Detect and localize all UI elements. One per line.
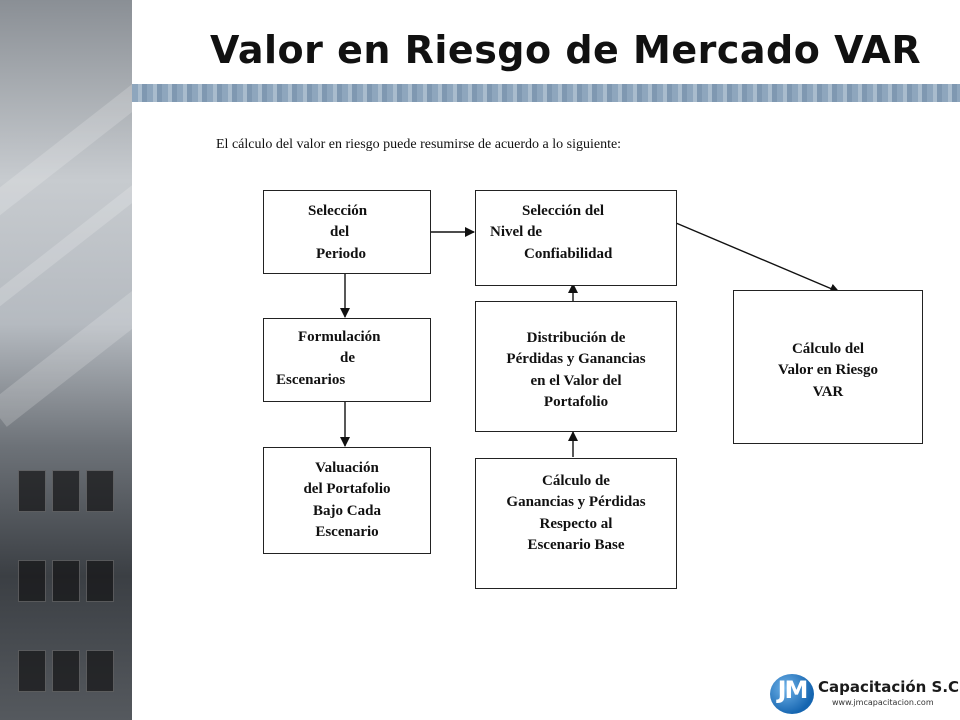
box-line: de xyxy=(340,350,355,367)
box-seleccion-nivel: Selección del Nivel de Confiabilidad xyxy=(475,190,677,286)
box-line: Escenario Base xyxy=(527,536,625,553)
box-line: VAR xyxy=(812,383,844,400)
box-line: Respecto al xyxy=(539,515,613,532)
box-line: Periodo xyxy=(316,245,366,262)
box-calculo-ganancias: Cálculo de Ganancias y Pérdidas Respecto… xyxy=(475,458,677,589)
box-line: Portafolio xyxy=(543,393,609,410)
box-line: Ganancias y Pérdidas xyxy=(506,494,646,511)
box-line: Valor en Riesgo xyxy=(777,362,878,379)
logo-mark-text: JM xyxy=(777,676,809,704)
box-distribucion-perdidas: Distribución de Pérdidas y Ganancias en … xyxy=(475,301,677,432)
slide-title: Valor en Riesgo de Mercado VAR xyxy=(210,28,922,72)
decorative-finance-photo-strip xyxy=(0,0,132,720)
company-logo: JM Capacitación S.C. www.jmcapacitacion.… xyxy=(770,674,960,714)
box-formulacion-escenarios: Formulación de Escenarios xyxy=(263,318,431,402)
box-line: Formulación xyxy=(298,329,381,345)
box-line: Pérdidas y Ganancias xyxy=(506,351,646,368)
box-line: Nivel de xyxy=(490,224,543,241)
box-line: Selección xyxy=(308,203,368,219)
box-line: Escenarios xyxy=(276,371,346,388)
box-line: del Portafolio xyxy=(303,481,391,498)
box-calculo-var: Cálculo del Valor en Riesgo VAR xyxy=(733,290,923,444)
title-underline-band xyxy=(132,84,960,102)
box-line: Cálculo de xyxy=(542,473,610,489)
arrow-nivel-to-var xyxy=(675,222,840,294)
logo-url: www.jmcapacitacion.com xyxy=(832,698,934,707)
intro-text: El cálculo del valor en riesgo puede res… xyxy=(216,137,622,152)
box-line: Confiabilidad xyxy=(524,245,613,262)
jm-logo-icon xyxy=(770,674,814,714)
box-valuacion-portafolio: Valuación del Portafolio Bajo Cada Escen… xyxy=(263,447,431,554)
box-line: Bajo Cada xyxy=(313,502,381,519)
box-line: Valuación xyxy=(315,460,379,476)
logo-company-name: Capacitación S.C. xyxy=(818,678,960,696)
box-line: Distribución de xyxy=(526,330,626,346)
box-line: Cálculo del xyxy=(791,341,865,357)
box-line: Selección del xyxy=(522,203,605,219)
box-line: del xyxy=(330,224,350,241)
box-line: Escenario xyxy=(315,523,379,540)
box-line: en el Valor del xyxy=(530,372,622,389)
box-seleccion-periodo: Selección del Periodo xyxy=(263,190,431,274)
